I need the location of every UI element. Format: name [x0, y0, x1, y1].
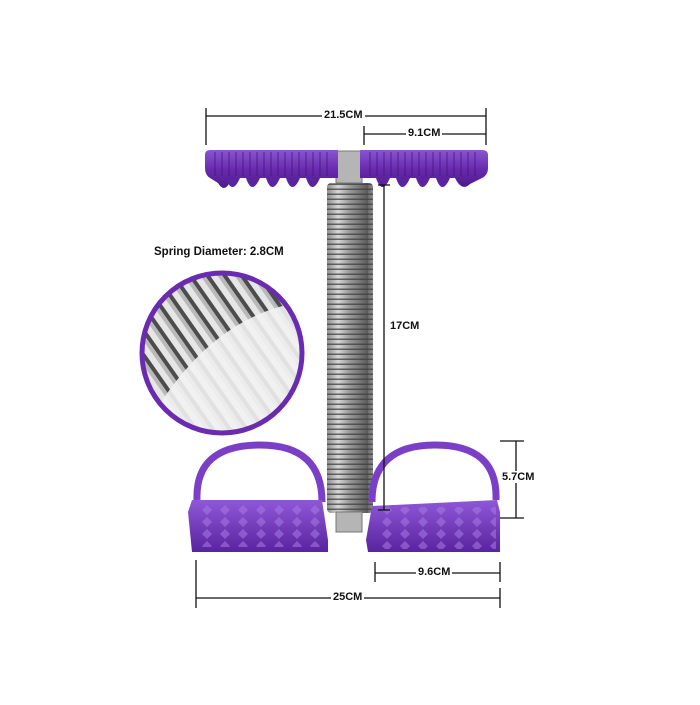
- base-width-label: 25CM: [331, 591, 365, 603]
- left-pedal: [188, 500, 328, 552]
- spring-diameter-callout: Spring Diameter: 2.8CM: [154, 246, 284, 258]
- spring-zoom-inset: [139, 270, 305, 436]
- grip-length-label: 9.1CM: [406, 127, 443, 139]
- handle-bar: [205, 150, 488, 188]
- pedal-width-label: 9.6CM: [416, 566, 453, 578]
- handle-length-label: 21.5CM: [322, 109, 365, 121]
- right-pedal: [366, 500, 500, 552]
- foot-straps: [193, 441, 500, 503]
- pedal-height-label: 5.7CM: [500, 471, 537, 483]
- spring-length-label: 17CM: [388, 320, 422, 332]
- spring: [327, 150, 373, 533]
